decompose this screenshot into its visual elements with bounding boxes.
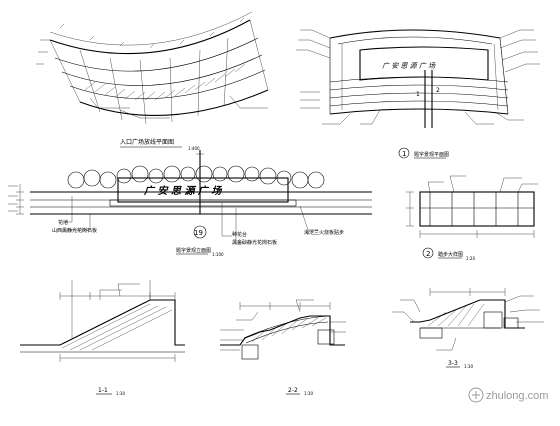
elevation-index-no: 19 <box>194 229 203 237</box>
section-3-3-id: 3-3 <box>448 360 458 367</box>
tree-canopy-row <box>67 165 325 189</box>
section-1-1-id: 1-1 <box>98 387 108 394</box>
section-2-2-view: 2-2 1:30 <box>220 299 346 396</box>
tread-title: 踏步大样图 <box>438 251 463 258</box>
sign-plan-view: 1 2 广 安 思 源 广 场 1 题字景观平面图 <box>296 29 540 159</box>
elevation-engraving: 广 安 思 源 广 场 <box>143 185 222 197</box>
leader-flamed-slab-step: 海沧兰火烧板贴步 <box>304 229 344 236</box>
watermark: zhulong.com <box>468 387 548 403</box>
watermark-text: zhulong.com <box>486 390 548 402</box>
leader-black-gold-granite: 黑金砂静光花岗石板 <box>232 239 277 246</box>
tread-scale: 1:20 <box>466 256 475 261</box>
leader-black-granite: 山西黑静光花岗石板 <box>52 227 97 234</box>
plaza-plan-view: 入口广场放线平面图 1:400 <box>36 11 269 151</box>
sign-elevation-view: 广 安 思 源 广 场 19 花池 山西黑静光花岗石板 种花台 黑金砂静光花岗石… <box>8 150 372 257</box>
tread-detail-view: 2 踏步大样图 1:20 <box>406 175 538 261</box>
section-3-3-view: 3-3 1:30 <box>392 288 544 369</box>
sign-plan-index-2: 2 <box>436 87 440 94</box>
elevation-title: 题字景观立面图 <box>176 247 211 254</box>
plaza-plan-title: 入口广场放线平面图 <box>120 138 174 146</box>
section-1-1-view: 1-1 1:30 <box>20 280 185 396</box>
section-1-1-scale: 1:30 <box>116 391 125 396</box>
sign-plan-engraving: 广 安 思 源 广 场 <box>382 62 436 70</box>
sign-plan-title-no: 1 <box>402 150 406 158</box>
section-2-2-id: 2-2 <box>288 387 298 394</box>
tread-title-no: 2 <box>426 250 430 258</box>
leader-flower-bed: 花池 <box>58 219 68 226</box>
section-3-3-scale: 1:30 <box>464 364 473 369</box>
leader-planter: 种花台 <box>232 231 247 238</box>
section-2-2-scale: 1:30 <box>304 391 313 396</box>
elevation-scale: 1:100 <box>212 252 224 257</box>
sign-plan-title: 题字景观平面图 <box>414 151 449 158</box>
sign-plan-index-1: 1 <box>416 91 420 98</box>
plaza-plan-scale: 1:400 <box>188 146 200 151</box>
